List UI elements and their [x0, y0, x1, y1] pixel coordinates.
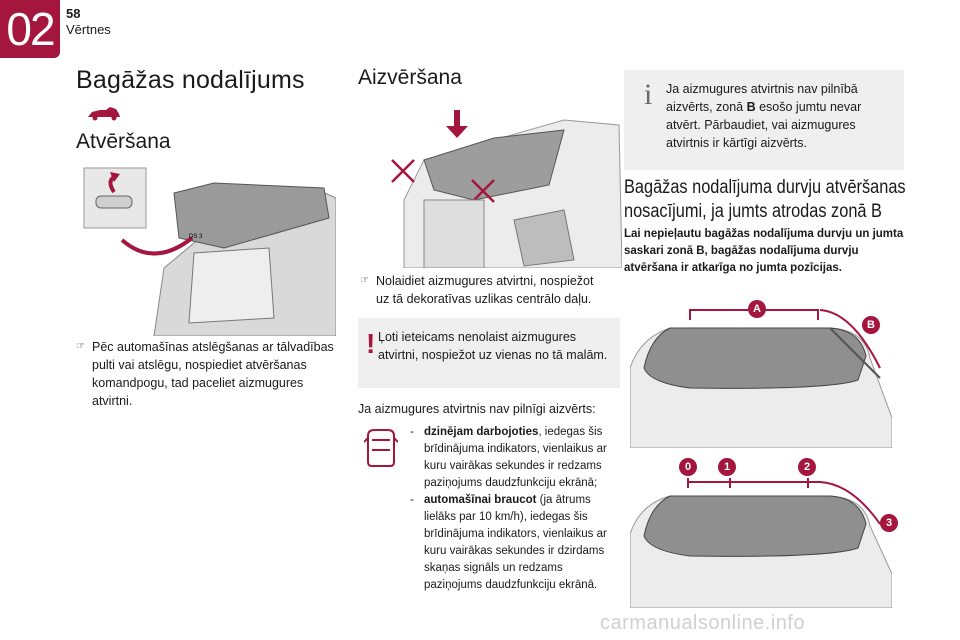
zone-badge-b: B	[862, 316, 880, 334]
not-closed-intro: Ja aizmugures atvirtnis nav pilnīgi aizv…	[358, 402, 596, 416]
position-badge-0: 0	[679, 458, 697, 476]
watermark: carmanualsonline.info	[600, 612, 806, 634]
opening-instruction: ☞ Pēc automašīnas atslēgšanas ar tālvadī…	[76, 340, 334, 408]
warning-box: ! Ļoti ieteicams nenolaist aizmugures at…	[358, 318, 620, 388]
exclamation-icon: !	[366, 328, 376, 359]
info-icon: i	[644, 78, 653, 111]
section-heading-closing: Aizvēršana	[358, 66, 462, 89]
info-box: i Ja aizmugures atvirtnis nav pilnībā ai…	[624, 70, 904, 170]
car-badge: DS 3	[189, 234, 203, 240]
page-number: 58	[66, 6, 81, 21]
page-title: Bagāžas nodalījums	[76, 66, 305, 94]
zone-badge-a: A	[748, 300, 766, 318]
trunk-opening-illustration: DS 3	[74, 158, 336, 336]
position-badge-3: 3	[880, 514, 898, 532]
trunk-closing-illustration	[391, 110, 622, 268]
section-name: Vērtnes	[66, 22, 111, 37]
convertible-car-icon	[88, 107, 120, 121]
condition-item-driving: - automašīnai braucot (ja ātrums lielāks…	[410, 494, 607, 591]
roof-position-diagram	[630, 478, 892, 608]
position-badge-2: 2	[798, 458, 816, 476]
closing-instruction: ☞ Nolaidiet aizmugures atvirtni, nospiež…	[360, 274, 594, 306]
section-heading-conditions: Bagāžas nodalījuma durvju atvēršanas nos…	[624, 177, 906, 222]
warning-text: Ļoti ieteicams nenolaist aizmugures atvi…	[378, 330, 608, 362]
chapter-tab: 02	[0, 0, 60, 58]
bullet-icon: ☞	[360, 275, 369, 286]
position-badge-1: 1	[718, 458, 736, 476]
conditions-lead: Lai nepieļautu bagāžas nodalījuma durvju…	[624, 228, 904, 274]
bullet-icon: ☞	[76, 341, 85, 352]
condition-item-engine: - dzinējam darbojoties, iedegas šis brīd…	[410, 426, 607, 489]
roof-zone-diagram	[630, 309, 892, 448]
section-heading-opening: Atvēršana	[76, 130, 171, 153]
open-tailgate-warning-icon	[364, 429, 398, 467]
info-text: Ja aizmugures atvirtnis nav pilnībā aizv…	[666, 82, 862, 150]
